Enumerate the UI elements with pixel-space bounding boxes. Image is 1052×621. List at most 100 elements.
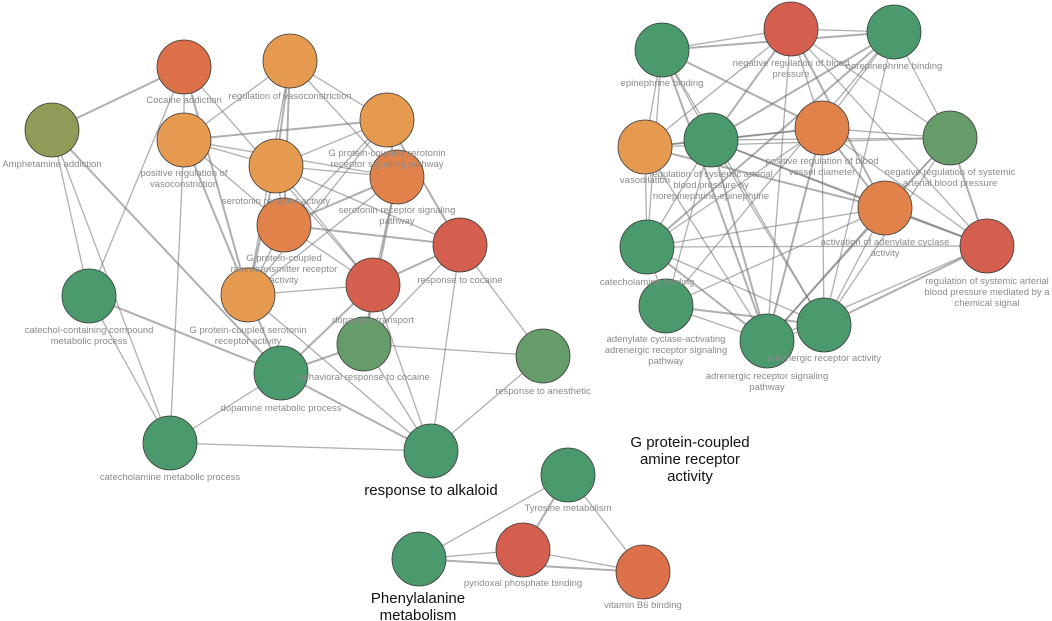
node-label-line: positive regulation of blood [765,156,878,167]
edge-vasodilation--adenylate_cyclase_activation [644,146,886,209]
edge-pos_reg_vasoconstriction--gpc_serotonin_activity [183,139,249,296]
edge-epinephrine_binding--adrenergic_activity [661,49,825,326]
edge-catechol_metabolic--dopamine_metabolic [88,295,282,374]
edge-reg_systemic_bp_norepi--adenylate_cyclase_adrenergic [665,139,712,307]
node-adenylate_cyclase_adrenergic[interactable] [638,278,694,334]
node-gpc_serotonin_activity[interactable] [220,267,276,323]
node-label-line: serotonin receptor activity [222,196,330,207]
edge-amphetamine--catechol_metabolic [51,129,90,297]
edge-pos_reg_vasoconstriction--gpc_serotonin_pathway [183,119,388,141]
node-dopamine_metabolic[interactable] [253,345,309,401]
node-label-line: G protein-coupled serotonin [189,325,306,336]
node-neg_reg_blood_pressure[interactable] [763,1,819,57]
edge-gpc_serotonin_pathway--gpc_serotonin_activity [247,119,388,296]
node-label-pyridoxal_phosphate: pyridoxal phosphate binding [464,578,582,589]
node-label-response_anesthetic: response to anesthetic [495,386,591,397]
node-label-dopamine_transport: dopamine transport [332,315,414,326]
node-pos_reg_vessel_diameter[interactable] [794,100,850,156]
edge-vasodilation--adrenergic_pathway [644,146,768,342]
node-response_anesthetic[interactable] [515,328,571,384]
group-label-line: G protein-coupled [630,434,749,451]
node-vitamin_b6[interactable] [615,544,671,600]
node-adenylate_cyclase_activation[interactable] [857,180,913,236]
node-adrenergic_activity[interactable] [796,297,852,353]
node-dopamine_transport[interactable] [345,257,401,313]
edge-behavioral_cocaine--response_anesthetic [363,343,544,357]
node-pyridoxal_phosphate[interactable] [495,522,551,578]
node-label-line: response to cocaine [417,275,502,286]
edge-reg_systemic_bp_norepi--adrenergic_activity [710,139,825,326]
node-label-line: neurotransmitter receptor [231,264,338,275]
edge-norepinephrine_binding--adenylate_cyclase_adrenergic [665,31,895,307]
node-catechol_metabolic[interactable] [61,268,117,324]
node-label-line: epinephrine binding [621,78,704,89]
edge-neg_reg_blood_pressure--adrenergic_pathway [766,28,792,342]
node-reg_systemic_bp_chemical[interactable] [959,218,1015,274]
node-neg_reg_systemic_bp[interactable] [922,110,978,166]
node-label-line: negative regulation of systemic [885,167,1016,178]
node-norepinephrine_binding[interactable] [866,4,922,60]
node-response_cocaine[interactable] [432,217,488,273]
node-catecholamine_binding[interactable] [619,219,675,275]
node-reg_systemic_bp_norepi[interactable] [683,112,739,168]
node-label-line: vasoconstriction [150,179,218,190]
node-label-line: regulation of systemic arterial [925,276,1049,287]
node-serotonin_receptor_activity[interactable] [248,138,304,194]
node-behavioral_cocaine[interactable] [336,316,392,372]
node-serotonin_signaling_pathway[interactable] [369,149,425,205]
node-reg_vasoconstriction[interactable] [262,33,318,89]
edge-dopamine_metabolic--response_alkaloid [280,372,432,452]
edge-serotonin_signaling_pathway--gpc_serotonin_activity [247,176,398,296]
edge-neg_reg_blood_pressure--reg_systemic_bp_chemical [790,28,988,247]
edge-adenylate_cyclase_activation--catecholamine_binding [646,207,886,248]
node-phenylalanine_metabolism[interactable] [391,531,447,587]
edge-catechol_metabolic--catecholamine_metabolic [88,295,171,444]
node-label-line: pathway [648,356,684,367]
node-label-reg_vasoconstriction: regulation of vasoconstriction [228,91,351,102]
node-label-line: pyridoxal phosphate binding [464,578,582,589]
node-label-line: dopamine metabolic process [221,403,342,414]
edge-serotonin_receptor_activity--response_cocaine [275,165,461,246]
node-pos_reg_vasoconstriction[interactable] [156,112,212,168]
edge-response_cocaine--response_alkaloid [430,244,461,452]
node-adrenergic_pathway[interactable] [739,313,795,369]
node-tyrosine_metabolism[interactable] [540,447,596,503]
node-catecholamine_metabolic[interactable] [142,415,198,471]
node-label-line: pathway [749,382,785,393]
node-cocaine_addiction[interactable] [156,39,212,95]
node-label-line: positive regulation of [140,168,227,179]
node-gpc_serotonin_pathway[interactable] [359,92,415,148]
node-vasodilation[interactable] [617,119,673,175]
edge-cocaine_addiction--catechol_metabolic [88,66,185,297]
edge-tyrosine_metabolism--phenylalanine_metabolism [418,474,569,560]
node-label-serotonin_receptor_activity: serotonin receptor activity [222,196,330,207]
node-response_alkaloid[interactable] [403,423,459,479]
node-label-epinephrine_binding: epinephrine binding [621,78,704,89]
node-label-line: Tyrosine metabolism [524,503,611,514]
node-amphetamine[interactable] [24,102,80,158]
edge-norepinephrine_binding--adrenergic_activity [823,31,895,326]
node-label-line: Cocaine addiction [146,95,222,106]
group-label-line: activity [667,468,713,485]
node-label-cocaine_addiction: Cocaine addiction [146,95,222,106]
group-label-line: Phenylalanine [371,590,465,607]
edge-pos_reg_vessel_diameter--adrenergic_pathway [766,127,823,342]
node-label-line: adrenergic receptor signaling [605,345,728,356]
edge-amphetamine--dopamine_metabolic [51,129,282,374]
node-epinephrine_binding[interactable] [634,22,690,78]
group-alkaloid-label: response to alkaloid [364,482,497,499]
edge-norepinephrine_binding--reg_systemic_bp_norepi [710,31,895,141]
node-label-line: vessel diameter [789,167,856,178]
edge-reg_systemic_bp_chemical--catecholamine_binding [646,245,988,248]
node-label-tyrosine_metabolism: Tyrosine metabolism [524,503,611,514]
node-gpc_neurotransmitter[interactable] [256,197,312,253]
edge-neg_reg_blood_pressure--vasodilation [644,28,792,148]
edge-cocaine_addiction--gpc_serotonin_activity [183,66,249,296]
